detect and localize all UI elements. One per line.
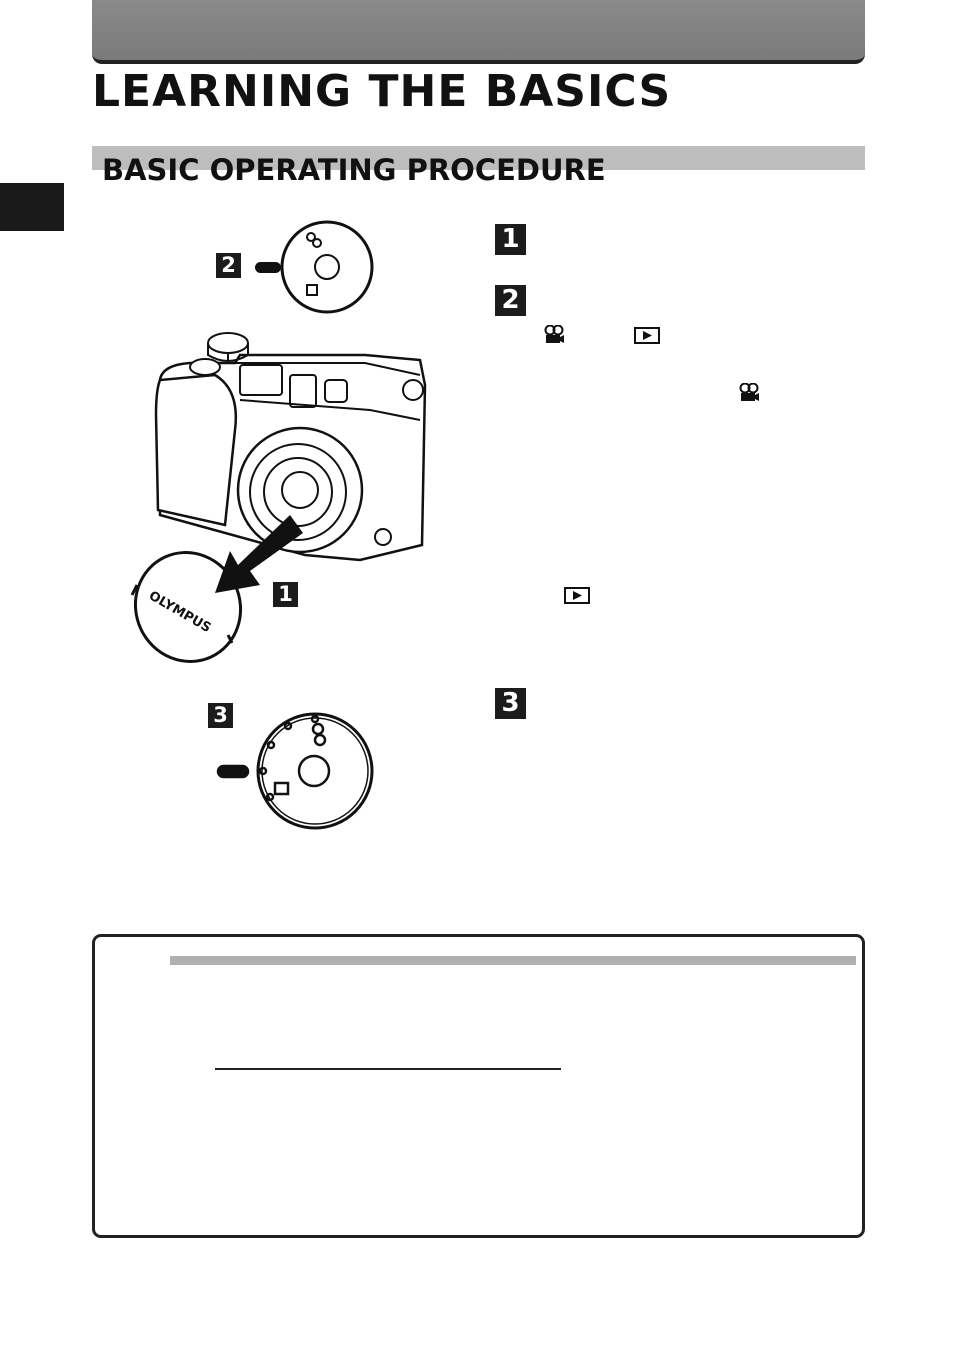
page-title: LEARNING THE BASICS [92, 66, 672, 117]
chapter-side-tab [0, 183, 64, 231]
playback-mode-icon [634, 327, 660, 344]
top-header-band [92, 0, 865, 64]
section-header-band [92, 146, 865, 170]
callout-1: 1 [273, 582, 298, 607]
step-3-number: 3 [495, 688, 526, 719]
note-box [92, 934, 865, 1238]
movie-mode-icon [544, 325, 564, 343]
playback-mode-icon [564, 587, 590, 604]
step-1-number: 1 [495, 224, 526, 255]
callout-3: 3 [208, 703, 233, 728]
note-underline-rule [215, 1068, 561, 1070]
section-title: BASIC OPERATING PROCEDURE [102, 153, 606, 187]
movie-mode-icon [739, 383, 759, 401]
step-2-number: 2 [495, 285, 526, 316]
camera-illustration: OLYMPUS [130, 220, 427, 830]
note-header-bar [170, 956, 856, 965]
callout-2: 2 [216, 253, 241, 278]
